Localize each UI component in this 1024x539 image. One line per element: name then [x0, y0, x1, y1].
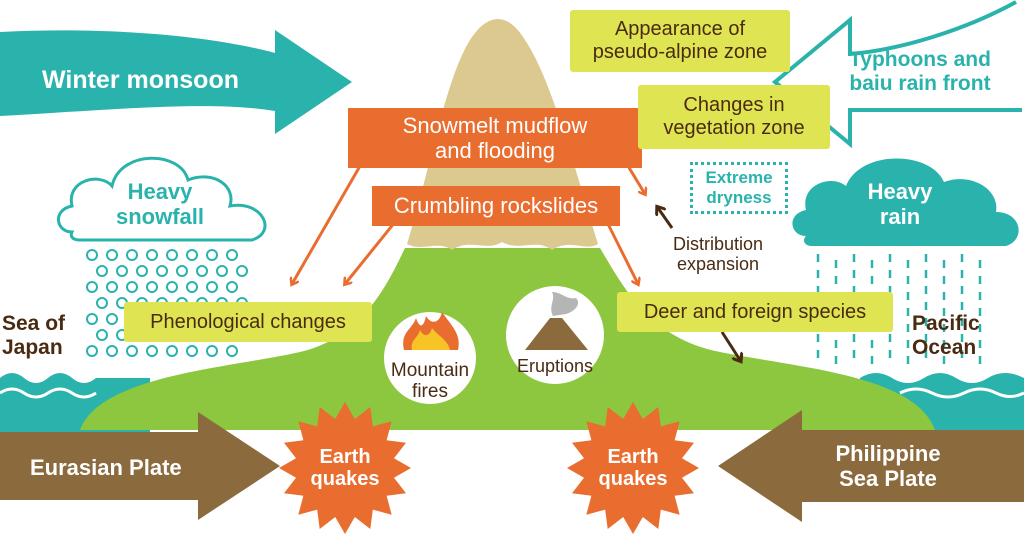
snow-dot — [206, 281, 218, 293]
snow-dot — [186, 345, 198, 357]
snow-dot — [206, 345, 218, 357]
snow-dot — [236, 265, 248, 277]
snow-dot — [96, 265, 108, 277]
snow-dot — [226, 345, 238, 357]
snow-dot — [146, 281, 158, 293]
snow-dot — [166, 249, 178, 261]
phenological-box: Phenological changes — [124, 302, 372, 342]
snow-dot — [166, 345, 178, 357]
rain-cloud-icon — [792, 158, 1019, 246]
heavy-snowfall-label: Heavy snowfall — [115, 179, 204, 229]
earthquake-burst-right — [567, 402, 699, 534]
snow-dot — [126, 249, 138, 261]
snow-dot — [136, 265, 148, 277]
snow-dot — [106, 249, 118, 261]
extreme-dryness-box: Extreme dryness — [690, 162, 788, 214]
snow-dot — [156, 265, 168, 277]
sea-of-japan-label: Sea of Japan — [2, 312, 66, 359]
volcano-icon — [525, 292, 588, 350]
distribution-label: Distribution expansion — [672, 234, 764, 275]
vegetation-box: Changes in vegetation zone — [638, 85, 830, 149]
heavy-rain-label: Heavy rain — [867, 179, 933, 229]
mountain-fires-label: Mountain fires — [390, 360, 470, 403]
snow-cloud-icon — [57, 156, 267, 242]
snow-dot — [116, 265, 128, 277]
pacific-ocean-label: Pacific Ocean — [912, 312, 980, 359]
philippine-plate-arrow — [718, 410, 1024, 522]
typhoon-arrow — [771, 0, 1022, 149]
eurasian-plate-arrow — [0, 412, 280, 520]
typhoons-label: Typhoons and baiu rain front — [849, 48, 991, 95]
snow-dot — [146, 249, 158, 261]
snow-dot — [146, 345, 158, 357]
winter-monsoon-label: Winter monsoon — [42, 66, 239, 94]
snow-dot — [86, 345, 98, 357]
snow-dot — [96, 297, 108, 309]
snow-dot — [216, 265, 228, 277]
snow-dot — [86, 281, 98, 293]
eruptions-label: Eruptions — [516, 356, 594, 376]
philippine-plate-label: Philippine Sea Plate — [835, 441, 941, 491]
snow-dot — [86, 249, 98, 261]
snow-dot — [126, 281, 138, 293]
hazard-arrows — [292, 165, 645, 284]
snowmelt-box: Snowmelt mudflow and flooding — [348, 108, 642, 168]
snow-dot — [96, 329, 108, 341]
snow-dot — [186, 249, 198, 261]
pseudo-alpine-box: Appearance of pseudo-alpine zone — [570, 10, 790, 72]
flame-icon — [403, 312, 459, 350]
rockslides-box: Crumbling rockslides — [372, 186, 620, 226]
snow-dot — [126, 345, 138, 357]
snow-dot — [106, 345, 118, 357]
snow-dot — [106, 313, 118, 325]
snow-dot — [226, 249, 238, 261]
snow-dot — [86, 313, 98, 325]
snow-dot — [206, 249, 218, 261]
snow-dot — [166, 281, 178, 293]
deer-box: Deer and foreign species — [617, 292, 893, 332]
earthquakes-right-label: Earth quakes — [598, 446, 668, 491]
earthquake-burst-left — [279, 402, 411, 534]
snow-dot — [106, 281, 118, 293]
snow-dot — [176, 265, 188, 277]
distribution-arrows — [658, 208, 740, 360]
eurasian-plate-label: Eurasian Plate — [30, 455, 182, 480]
earthquakes-left-label: Earth quakes — [310, 446, 380, 491]
snow-dot — [196, 265, 208, 277]
snow-dot — [226, 281, 238, 293]
winter-monsoon-arrow — [0, 30, 352, 134]
snow-dot — [186, 281, 198, 293]
